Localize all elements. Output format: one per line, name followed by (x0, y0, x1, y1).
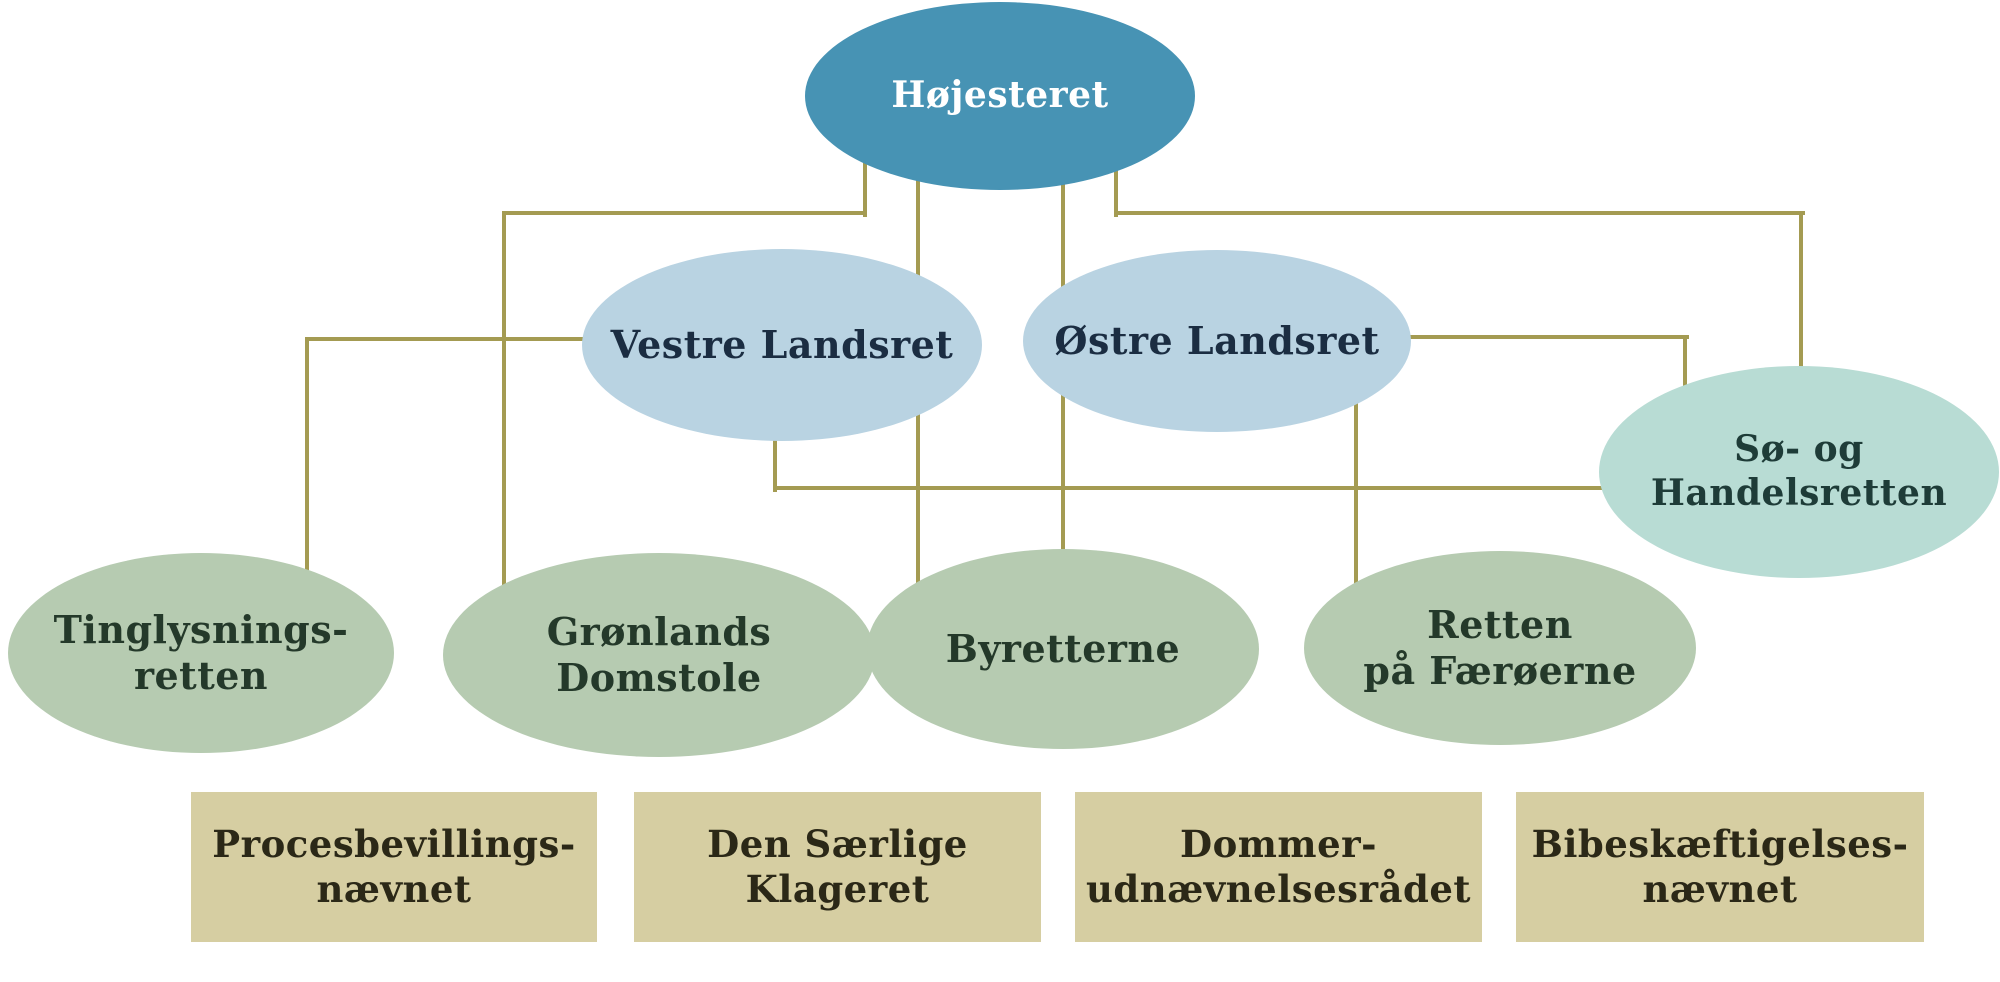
connector-vestre-tinglysning-horizontal (307, 337, 620, 341)
node-byretterne-label: Byretterne (945, 625, 1181, 671)
connector-hojesteret-maritime-drop (1799, 211, 1803, 400)
node-procesbevillingsnaevnet-label: Procesbevillings- nævnet (212, 821, 576, 911)
node-bibeskaeftigelsesnaevnet: Bibeskæftigelses- nævnet (1516, 792, 1924, 942)
connector-vestre-tinglysning-drop (305, 337, 309, 595)
connector-hojesteret-gronlands-stub (863, 150, 867, 217)
node-retten-pa-faroerne-label: Retten på Færøerne (1363, 601, 1637, 693)
node-hojesteret: Højesteret (805, 2, 1195, 190)
node-bibeskaeftigelsesnaevnet-label: Bibeskæftigelses- nævnet (1531, 821, 1909, 911)
connector-hojesteret-maritime-stub (1114, 150, 1118, 217)
node-dommerudnaevnelsesraadet-label: Dommer- udnævnelsesrådet (1086, 821, 1471, 911)
node-gronlands-domstole: Grønlands Domstole (443, 553, 875, 757)
connector-vestre-maritime-horizontal (773, 486, 1640, 490)
node-retten-pa-faroerne: Retten på Færøerne (1304, 551, 1696, 745)
connector-hojesteret-gronlands-horizontal (504, 211, 867, 215)
node-byretterne: Byretterne (867, 549, 1259, 749)
connector-vestre-maritime-stub (773, 420, 777, 492)
node-den-saerlige-klageret-label: Den Særlige Klageret (707, 821, 968, 911)
node-dommerudnaevnelsesraadet: Dommer- udnævnelsesrådet (1075, 792, 1482, 942)
node-gronlands-domstole-label: Grønlands Domstole (546, 608, 772, 700)
node-tinglysningsretten: Tinglysnings- retten (8, 553, 394, 753)
node-procesbevillingsnaevnet: Procesbevillings- nævnet (191, 792, 597, 942)
node-ostre-landsret: Østre Landsret (1023, 250, 1411, 432)
node-so-og-handelsretten-label: Sø- og Handelsretten (1650, 428, 1948, 514)
node-hojesteret-label: Højesteret (891, 74, 1109, 117)
node-ostre-landsret-label: Østre Landsret (1054, 317, 1380, 363)
node-den-saerlige-klageret: Den Særlige Klageret (634, 792, 1041, 942)
node-tinglysningsretten-label: Tinglysnings- retten (53, 606, 349, 698)
node-vestre-landsret: Vestre Landsret (582, 249, 982, 441)
connector-ostre-maritime-drop (1683, 335, 1687, 420)
connector-hojesteret-gronlands-drop (502, 211, 506, 600)
node-vestre-landsret-label: Vestre Landsret (610, 321, 954, 367)
node-so-og-handelsretten: Sø- og Handelsretten (1599, 366, 1999, 578)
connector-ostre-faroerne-drop (1354, 390, 1358, 600)
connector-ostre-maritime-horizontal (1390, 335, 1689, 339)
connector-hojesteret-maritime-horizontal (1114, 211, 1805, 215)
